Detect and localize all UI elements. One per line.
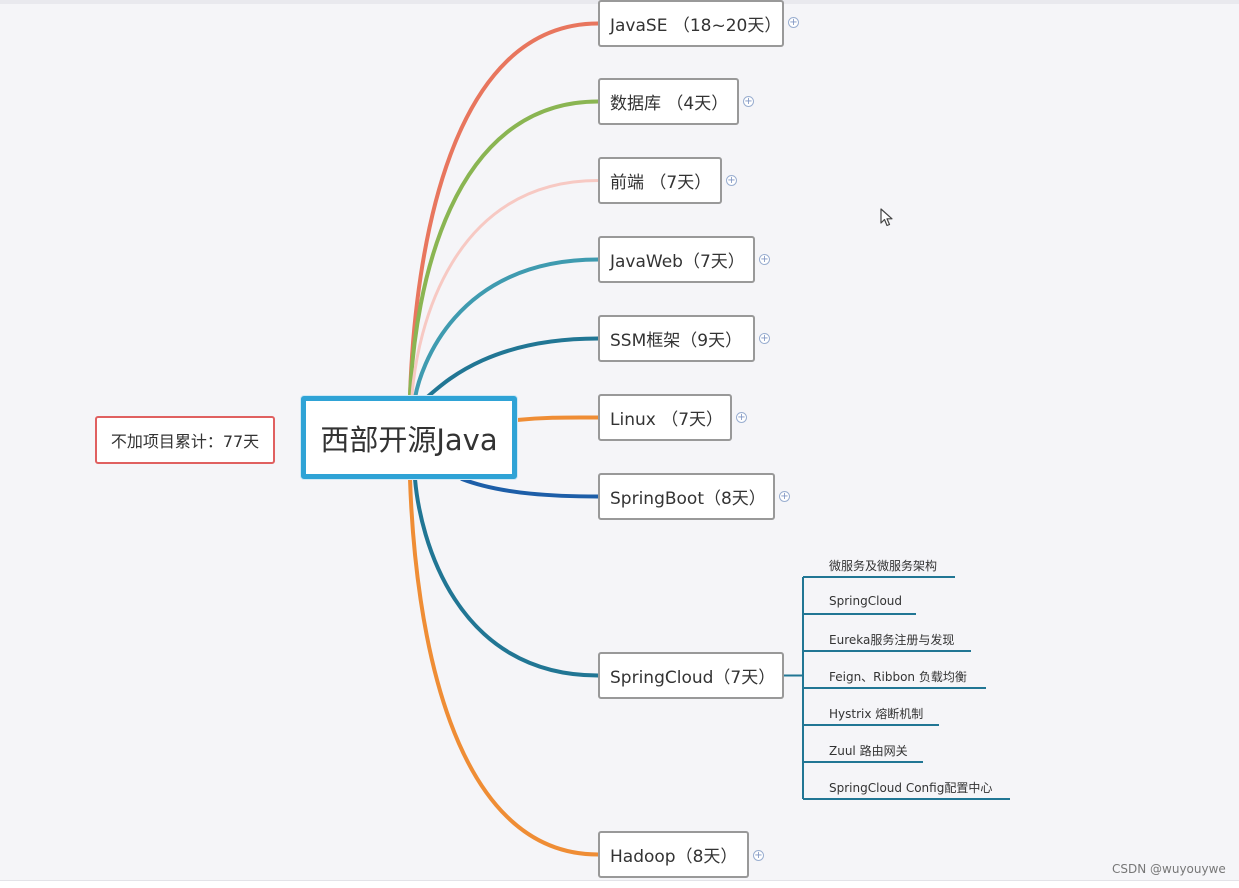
branch-javaweb (413, 257, 600, 400)
subtopic-springcloud[interactable]: SpringCloud (829, 594, 903, 608)
subtopic-eureka[interactable]: Eureka服务注册与发现 (829, 633, 955, 647)
expand-frontend-icon[interactable]: + (726, 175, 737, 186)
branch-database (408, 99, 600, 398)
topic-database[interactable]: 数据库 （4天） (598, 78, 739, 125)
branch-javase (408, 21, 600, 398)
bottom-border (0, 880, 1239, 888)
subtopic-hystrix[interactable]: Hystrix 熔断机制 (829, 707, 924, 721)
topic-label: SpringCloud（7天） (610, 668, 776, 688)
watermark: CSDN @wuyouywe (1112, 862, 1226, 876)
topic-springcloud[interactable]: SpringCloud（7天） (598, 652, 784, 699)
expand-linux-icon[interactable]: + (736, 412, 747, 423)
expand-javaweb-icon[interactable]: + (759, 254, 770, 265)
topic-label: 前端 （7天） (610, 173, 712, 193)
topic-label: SpringBoot（8天） (610, 489, 766, 509)
topic-label: JavaSE （18~20天） (610, 16, 782, 36)
subtopic-zuul[interactable]: Zuul 路由网关 (829, 744, 908, 758)
branch-ssm (418, 336, 600, 403)
topic-label: Hadoop（8天） (610, 847, 738, 867)
expand-javase-icon[interactable]: + (788, 17, 799, 28)
subtopic-config[interactable]: SpringCloud Config配置中心 (829, 781, 993, 795)
topic-ssm[interactable]: SSM框架（9天） (598, 315, 755, 362)
central-topic[interactable]: 西部开源Java (301, 396, 517, 479)
topic-label: SSM框架（9天） (610, 331, 743, 351)
branch-frontend (410, 179, 600, 398)
topic-frontend[interactable]: 前端 （7天） (598, 157, 722, 204)
topic-springboot[interactable]: SpringBoot（8天） (598, 473, 775, 520)
expand-database-icon[interactable]: + (743, 96, 754, 107)
expand-ssm-icon[interactable]: + (759, 333, 770, 344)
mouse-pointer-icon (880, 208, 893, 227)
summary-note[interactable]: 不加项目累计：77天 (95, 416, 275, 464)
branch-springboot (460, 477, 600, 499)
topic-hadoop[interactable]: Hadoop（8天） (598, 831, 749, 878)
topic-javaweb[interactable]: JavaWeb（7天） (598, 236, 755, 283)
subtopic-microservices[interactable]: 微服务及微服务架构 (829, 559, 938, 573)
expand-springboot-icon[interactable]: + (779, 491, 790, 502)
subtopic-feign-ribbon[interactable]: Feign、Ribbon 负载均衡 (829, 670, 967, 684)
topic-javase[interactable]: JavaSE （18~20天） (598, 0, 784, 47)
branch-linux (515, 415, 600, 422)
topic-label: Linux （7天） (610, 410, 724, 430)
topic-label: JavaWeb（7天） (610, 252, 745, 272)
branch-hadoop (408, 477, 600, 857)
topic-label: 数据库 （4天） (610, 94, 729, 114)
topic-linux[interactable]: Linux （7天） (598, 394, 732, 441)
branch-springcloud (413, 477, 600, 678)
expand-hadoop-icon[interactable]: + (753, 850, 764, 861)
